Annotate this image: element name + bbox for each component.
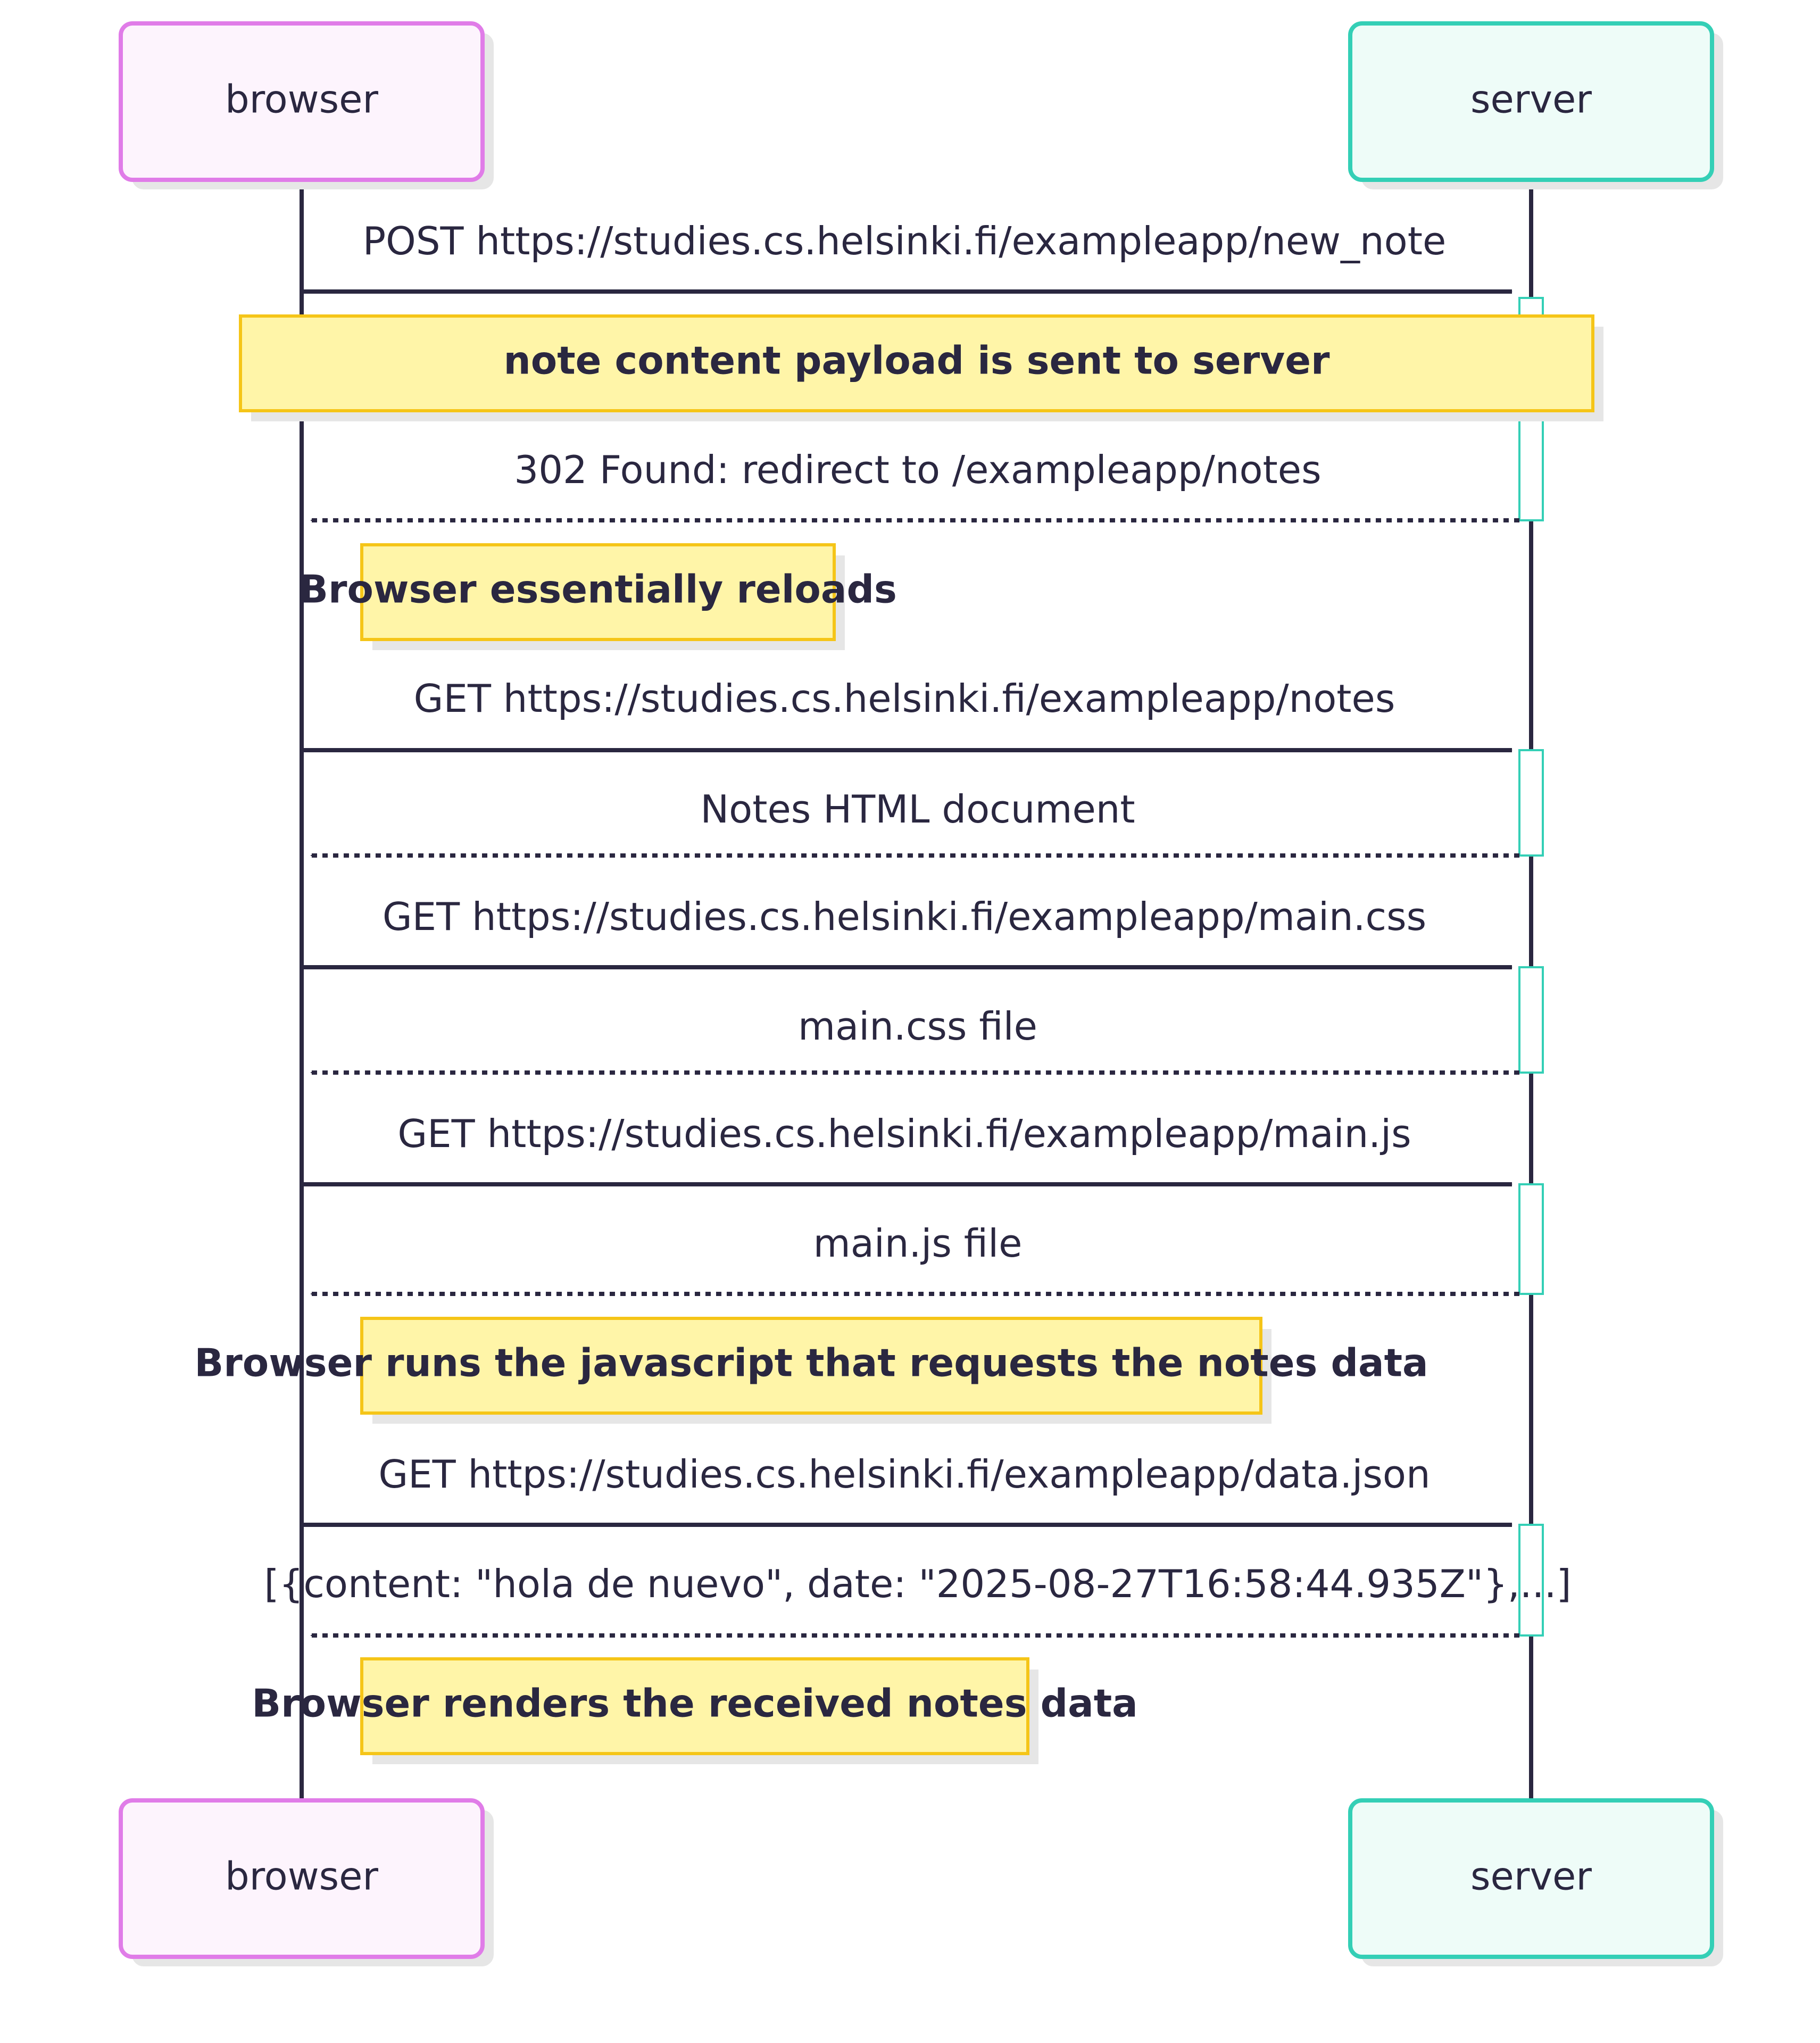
note-label: Browser renders the received notes data <box>252 1681 1138 1726</box>
note-label: Browser runs the javascript that request… <box>194 1341 1428 1385</box>
note-2: Browser essentially reloads <box>299 543 897 650</box>
participant-label: browser <box>225 77 378 122</box>
message-label: GET https://studies.cs.helsinki.fi/examp… <box>414 676 1395 721</box>
message-10: [{content: "hola de nuevo", date: "2025-… <box>264 1562 1572 1638</box>
note-1: note content payload is sent to server <box>239 314 1603 421</box>
server-activation-5 <box>1518 1524 1544 1637</box>
server-activation-3 <box>1518 966 1544 1074</box>
message-label: GET https://studies.cs.helsinki.fi/examp… <box>383 894 1426 939</box>
message-label: Notes HTML document <box>700 787 1135 832</box>
message-label: GET https://studies.cs.helsinki.fi/examp… <box>378 1452 1430 1497</box>
participant-browser-bottom: browser <box>119 1798 494 1966</box>
server-activation-2 <box>1518 749 1544 857</box>
message-label: main.js file <box>813 1221 1023 1266</box>
participant-server-bottom: server <box>1348 1798 1723 1966</box>
participant-server-top: server <box>1348 21 1723 189</box>
message-3: GET https://studies.cs.helsinki.fi/examp… <box>302 676 1512 752</box>
note-label: Browser essentially reloads <box>299 567 897 612</box>
message-6: main.css file <box>310 1004 1519 1075</box>
note-4: Browser renders the received notes data <box>252 1657 1138 1764</box>
message-label: POST https://studies.cs.helsinki.fi/exam… <box>363 219 1447 263</box>
message-label: 302 Found: redirect to /exampleapp/notes <box>514 447 1321 492</box>
note-3: Browser runs the javascript that request… <box>194 1317 1428 1424</box>
message-4: Notes HTML document <box>310 787 1519 858</box>
message-9: GET https://studies.cs.helsinki.fi/examp… <box>302 1452 1512 1527</box>
message-1: POST https://studies.cs.helsinki.fi/exam… <box>302 219 1512 294</box>
message-2: 302 Found: redirect to /exampleapp/notes <box>310 447 1519 522</box>
message-5: GET https://studies.cs.helsinki.fi/examp… <box>302 894 1512 969</box>
server-activation-4 <box>1518 1183 1544 1295</box>
message-8: main.js file <box>310 1221 1519 1296</box>
message-label: [{content: "hola de nuevo", date: "2025-… <box>264 1562 1571 1606</box>
participant-label: server <box>1470 77 1592 122</box>
participant-browser-top: browser <box>119 21 494 189</box>
participant-label: browser <box>225 1854 378 1899</box>
message-7: GET https://studies.cs.helsinki.fi/examp… <box>302 1111 1512 1186</box>
participant-label: server <box>1470 1854 1592 1899</box>
note-label: note content payload is sent to server <box>503 338 1330 383</box>
message-label: GET https://studies.cs.helsinki.fi/examp… <box>397 1111 1411 1156</box>
message-label: main.css file <box>798 1004 1037 1049</box>
